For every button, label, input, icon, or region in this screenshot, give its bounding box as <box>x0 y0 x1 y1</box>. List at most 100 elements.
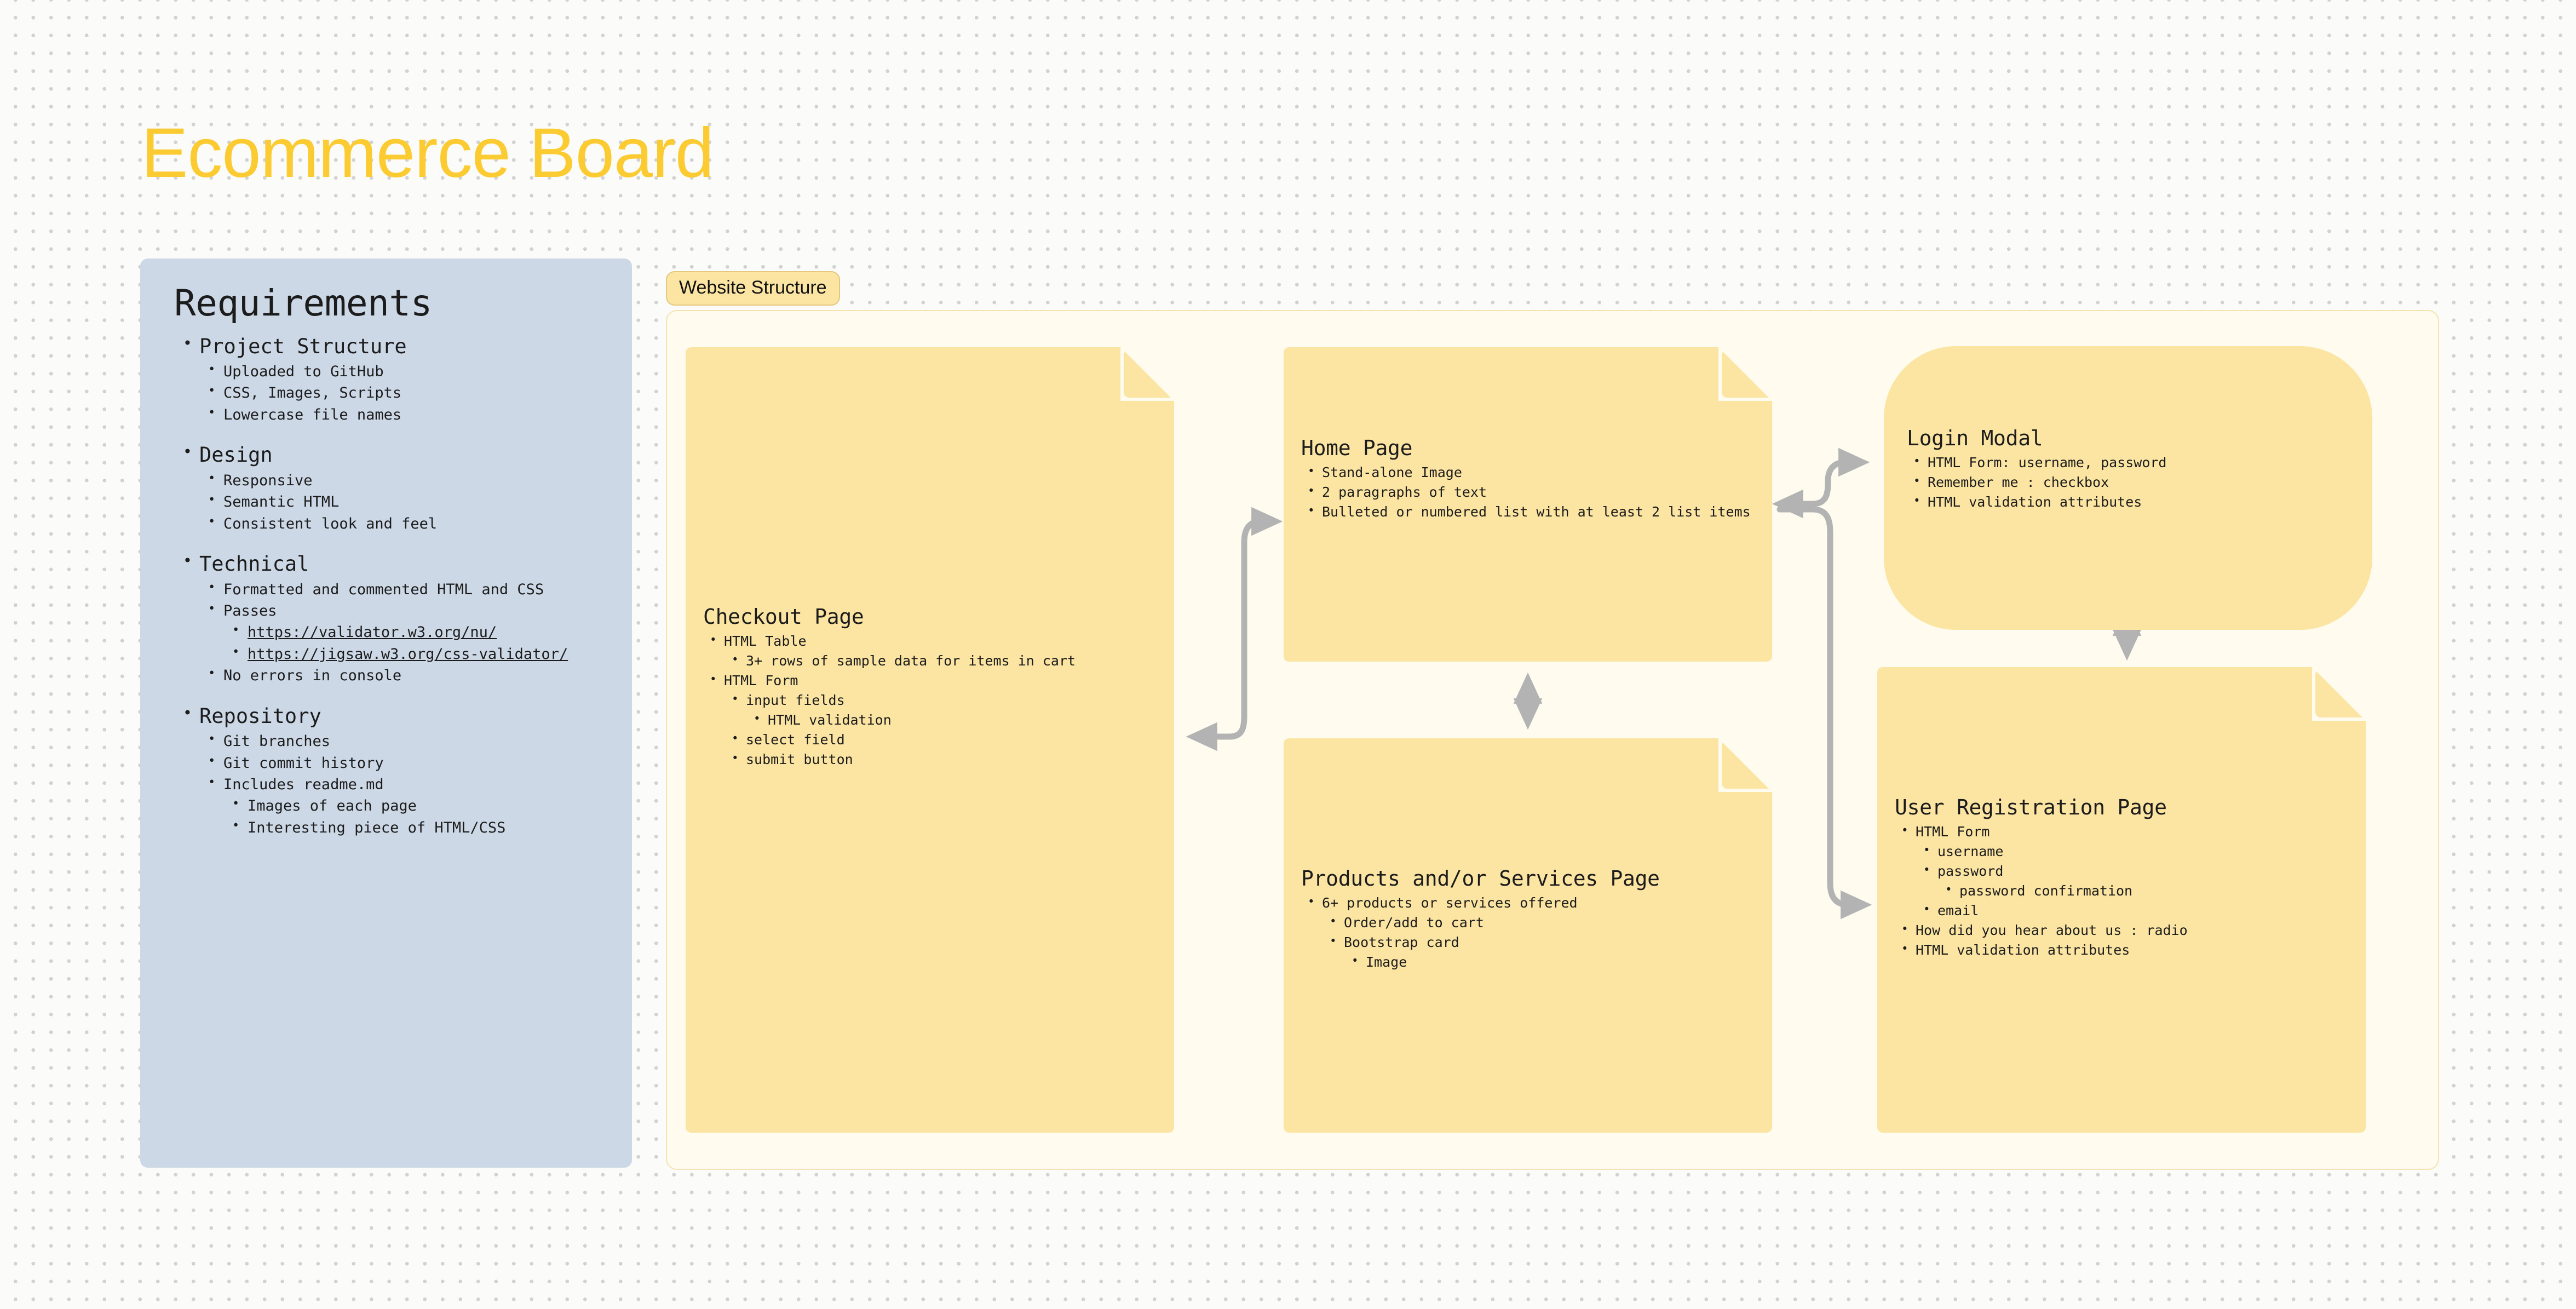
card-list-item: username <box>1916 842 2348 862</box>
requirement-group-project-structure: Project Structure Uploaded to GitHub CSS… <box>174 332 603 426</box>
card-sublist: Order/add to cart Bootstrap card Image <box>1322 913 1755 972</box>
requirement-item-text: CSS, Images, Scripts <box>223 382 603 404</box>
card-item-text: Remember me : checkbox <box>1928 473 2349 492</box>
card-item-text: Image <box>1366 952 1755 972</box>
requirement-item: Uploaded to GitHub <box>199 361 603 382</box>
requirement-link-list: https://validator.w3.org/nu/ https://jig… <box>223 622 603 665</box>
requirement-item: Git branches <box>199 731 603 752</box>
card-list-item: password password confirmation <box>1916 862 2348 901</box>
card-item-text: username <box>1937 842 2348 862</box>
card-sublist: input fields HTML validation select fiel… <box>724 691 1157 770</box>
requirement-item: Lowercase file names <box>199 404 603 426</box>
card-sublist: HTML validation <box>746 710 1157 730</box>
card-list-item: input fields HTML validation <box>724 691 1157 730</box>
requirement-item: Responsive <box>199 470 603 491</box>
requirement-item: No errors in console <box>199 665 603 686</box>
card-sublist: Image <box>1344 952 1755 972</box>
website-structure-badge[interactable]: Website Structure <box>666 271 840 306</box>
card-item-list: HTML Form username password password con… <box>1895 822 2348 960</box>
card-list-item: HTML Form: username, password <box>1907 453 2349 473</box>
card-item-text: HTML validation <box>768 710 1157 730</box>
validator-html-link[interactable]: https://validator.w3.org/nu/ <box>248 624 497 641</box>
card-title: Products and/or Services Page <box>1301 866 1660 891</box>
card-item-text: HTML validation attributes <box>1916 940 2348 960</box>
card-item-text: HTML Form <box>724 671 1157 691</box>
requirement-item: Images of each page <box>223 795 603 817</box>
card-sublist: 3+ rows of sample data for items in cart <box>724 651 1157 671</box>
card-list-item: submit button <box>724 750 1157 770</box>
requirement-item-text: Git commit history <box>223 753 603 774</box>
folded-corner-icon <box>1718 347 1772 401</box>
card-title: Checkout Page <box>703 605 864 629</box>
requirement-item: Semantic HTML <box>199 491 603 513</box>
card-list-item: 2 paragraphs of text <box>1301 483 1755 502</box>
requirement-item-text: Formatted and commented HTML and CSS <box>223 579 603 600</box>
card-list-item: Order/add to cart <box>1322 913 1755 933</box>
requirement-item-text: Images of each page <box>248 795 603 817</box>
card-list-item: Image <box>1344 952 1755 972</box>
requirements-panel[interactable]: Requirements Project Structure Uploaded … <box>140 259 632 1168</box>
card-item-text: Stand-alone Image <box>1322 463 1755 483</box>
page-title: Ecommerce Board <box>141 114 714 192</box>
card-sublist: password confirmation <box>1937 881 2348 901</box>
requirement-item-text: Uploaded to GitHub <box>223 361 603 382</box>
card-login-modal[interactable]: Login Modal HTML Form: username, passwor… <box>1884 346 2372 630</box>
folded-corner-icon <box>1718 738 1772 792</box>
requirement-item-text: Interesting piece of HTML/CSS <box>248 817 603 839</box>
requirement-item: Interesting piece of HTML/CSS <box>223 817 603 839</box>
card-item-text: HTML Form: username, password <box>1928 453 2349 473</box>
card-list-item: HTML validation attributes <box>1907 492 2349 512</box>
card-item-text: 2 paragraphs of text <box>1322 483 1755 502</box>
card-list-item: Remember me : checkbox <box>1907 473 2349 492</box>
card-title: User Registration Page <box>1895 795 2167 819</box>
folded-corner-icon <box>1120 347 1174 401</box>
card-sublist: username password password confirmation … <box>1916 842 2348 921</box>
requirement-link-item[interactable]: https://validator.w3.org/nu/ <box>223 622 603 643</box>
requirement-group-label: Technical <box>199 550 603 579</box>
requirement-group-technical: Technical Formatted and commented HTML a… <box>174 550 603 687</box>
requirement-item-text: Git branches <box>223 731 603 752</box>
card-item-list: HTML Table 3+ rows of sample data for it… <box>703 631 1157 770</box>
requirement-item-text: Passes <box>223 600 603 622</box>
card-list-item: Bulleted or numbered list with at least … <box>1301 502 1755 522</box>
card-user-registration-page[interactable]: User Registration Page HTML Form usernam… <box>1877 667 2366 1133</box>
card-item-text: 6+ products or services offered <box>1322 893 1755 913</box>
requirement-item-text: Includes readme.md <box>223 774 603 795</box>
card-item-text: Order/add to cart <box>1344 913 1755 933</box>
requirement-link-item[interactable]: https://jigsaw.w3.org/css-validator/ <box>223 644 603 665</box>
requirement-item: Formatted and commented HTML and CSS <box>199 579 603 600</box>
card-list-item: Stand-alone Image <box>1301 463 1755 483</box>
folded-corner-icon <box>2312 667 2366 721</box>
requirement-sublist: Uploaded to GitHub CSS, Images, Scripts … <box>199 361 603 426</box>
requirement-item-text: No errors in console <box>223 665 603 686</box>
requirement-item: Consistent look and feel <box>199 513 603 535</box>
card-item-text: submit button <box>746 750 1157 770</box>
card-item-text: password confirmation <box>1959 881 2348 901</box>
requirement-group-repository: Repository Git branches Git commit histo… <box>174 702 603 839</box>
requirement-group-label: Project Structure <box>199 332 603 361</box>
card-item-text: How did you hear about us : radio <box>1916 921 2348 940</box>
requirement-item: Passes https://validator.w3.org/nu/ http… <box>199 600 603 665</box>
requirement-item-text: Consistent look and feel <box>223 513 603 535</box>
card-item-text: password <box>1937 862 2348 881</box>
card-list-item: password confirmation <box>1937 881 2348 901</box>
requirement-item-text: Semantic HTML <box>223 491 603 513</box>
card-list-item: HTML Form input fields HTML validation s… <box>703 671 1157 770</box>
validator-css-link[interactable]: https://jigsaw.w3.org/css-validator/ <box>248 645 568 663</box>
card-home-page[interactable]: Home Page Stand-alone Image 2 paragraphs… <box>1284 347 1772 662</box>
requirement-group-design: Design Responsive Semantic HTML Consiste… <box>174 441 603 535</box>
card-list-item: 3+ rows of sample data for items in cart <box>724 651 1157 671</box>
card-item-text: 3+ rows of sample data for items in cart <box>746 651 1157 671</box>
requirement-group-label: Design <box>199 441 603 470</box>
requirement-sublist: Formatted and commented HTML and CSS Pas… <box>199 579 603 687</box>
card-list-item: HTML Form username password password con… <box>1895 822 2348 921</box>
card-list-item: HTML Table 3+ rows of sample data for it… <box>703 631 1157 671</box>
requirement-item: Git commit history <box>199 753 603 774</box>
card-checkout-page[interactable]: Checkout Page HTML Table 3+ rows of samp… <box>686 347 1174 1133</box>
card-title: Login Modal <box>1907 426 2043 450</box>
card-item-text: HTML Form <box>1916 822 2348 842</box>
card-list-item: 6+ products or services offered Order/ad… <box>1301 893 1755 972</box>
card-products-services-page[interactable]: Products and/or Services Page 6+ product… <box>1284 738 1772 1133</box>
card-item-text: email <box>1937 901 2348 921</box>
card-item-list: 6+ products or services offered Order/ad… <box>1301 893 1755 972</box>
